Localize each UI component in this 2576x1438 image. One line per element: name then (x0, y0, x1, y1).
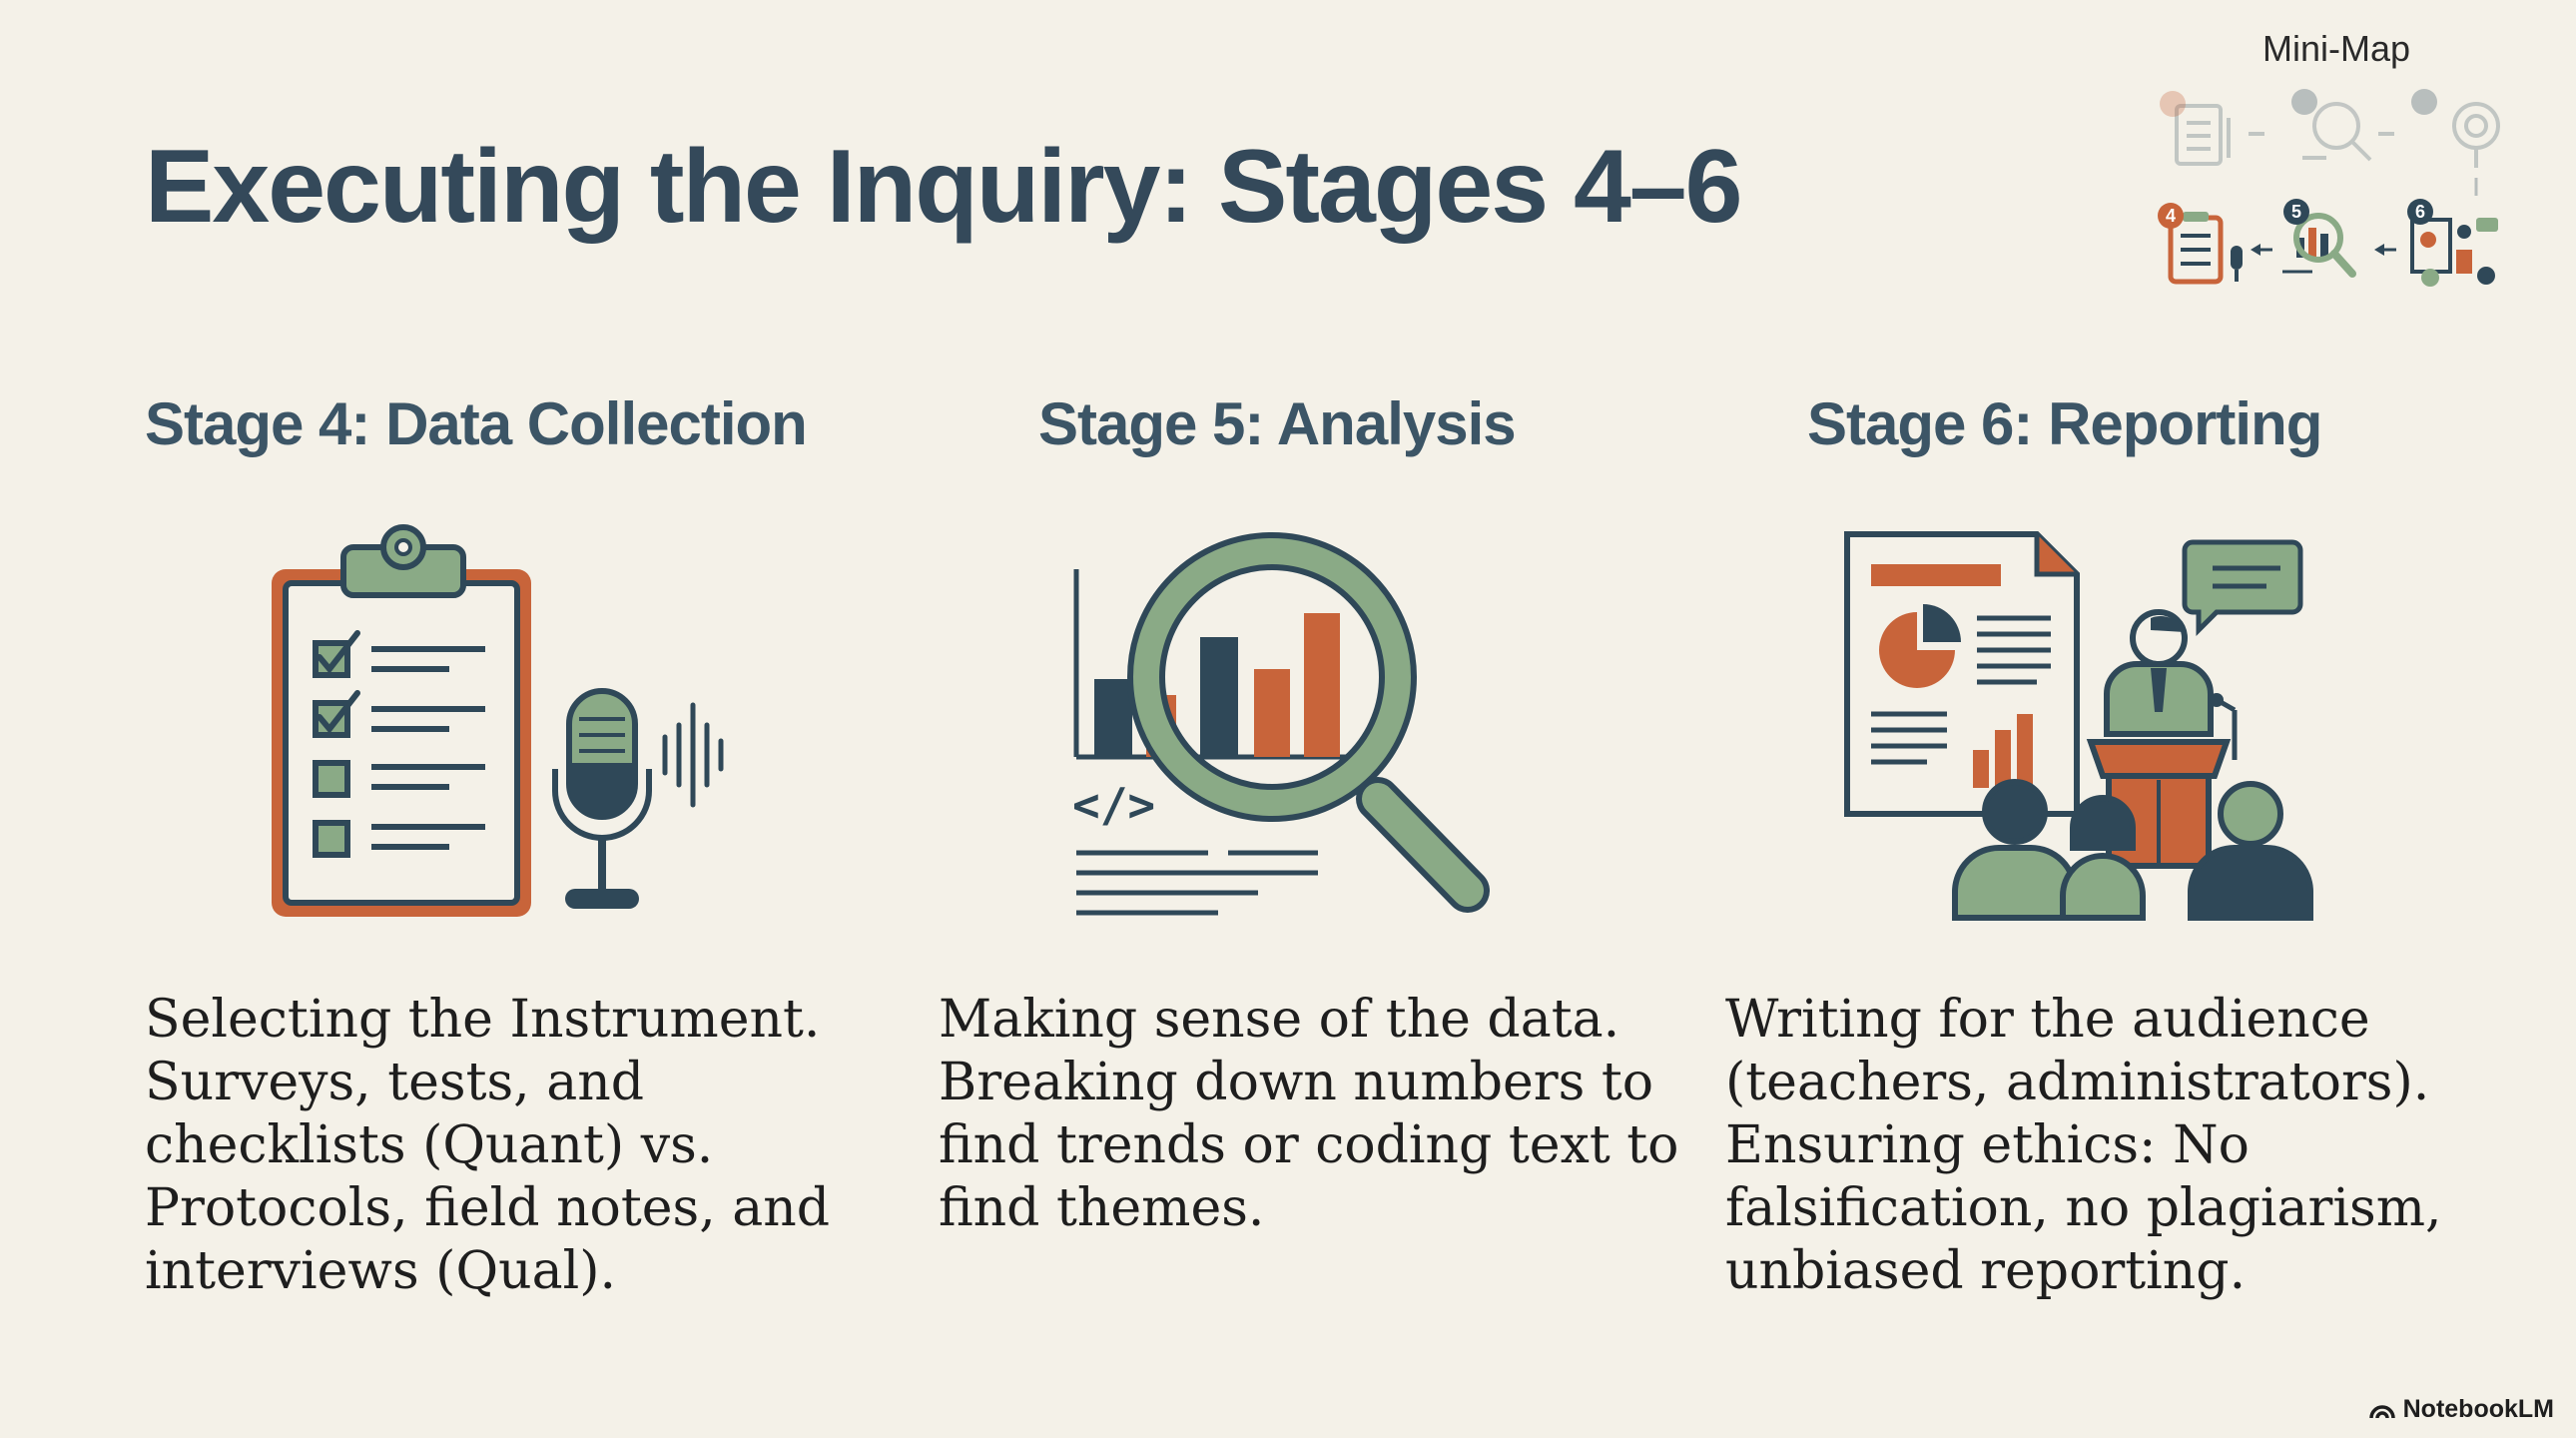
stage-6-line: Writing for the audience (1725, 990, 2370, 1050)
stage-6-line: (teachers, administrators). (1725, 1053, 2430, 1112)
notebooklm-watermark: NotebookLM (2368, 1395, 2554, 1424)
mini-map-stage-4: 4 (2158, 203, 2243, 285)
stage-6-line: unbiased reporting. (1725, 1241, 2247, 1301)
clipboard-microphone-icon (272, 524, 724, 917)
stage-5-line: find trends or coding text to (939, 1115, 1679, 1175)
mini-map-number-6: 6 (2415, 202, 2425, 222)
stage-4-column: Stage 4: Data Collection (145, 389, 944, 458)
stage-4-line: interviews (Qual). (145, 1241, 617, 1301)
mini-map-stages-1-3 (2175, 102, 2500, 168)
stage-5-line: Breaking down numbers to (939, 1053, 1654, 1112)
mini-map-stage-6: 6 (2407, 199, 2498, 287)
stage-5-line: Making sense of the data. (939, 990, 1620, 1050)
stage-6-description: Writing for the audience (teachers, admi… (1725, 989, 2484, 1303)
stage-4-line: Protocols, field notes, and (145, 1178, 831, 1238)
stage-5-heading: Stage 5: Analysis (1038, 390, 1517, 457)
presentation-audience-icon (1844, 531, 2313, 921)
stage-4-line: Selecting the Instrument. (145, 990, 821, 1050)
mini-map-numbers-1-3 (2160, 89, 2437, 117)
stage-5-column: Stage 5: Analysis (1038, 389, 1837, 458)
notebooklm-logo-icon (2368, 1404, 2395, 1418)
stage-4-line: Surveys, tests, and (145, 1053, 645, 1112)
stage-4-description: Selecting the Instrument. Surveys, tests… (145, 989, 904, 1303)
mini-map-stage-5: 5 (2282, 199, 2356, 278)
stage-6-heading: Stage 6: Reporting (1807, 390, 2322, 457)
stage-6-line: falsification, no plagiarism, (1725, 1178, 2442, 1238)
mini-map: Mini-Map 4 (2147, 28, 2526, 298)
stage-6-line: Ensuring ethics: No (1725, 1115, 2250, 1175)
brand-name: NotebookLM (2402, 1395, 2554, 1423)
mini-map-label: Mini-Map (2261, 28, 2411, 69)
mini-map-diagram: 4 5 6 (2158, 89, 2500, 287)
chart-magnifier-icon: </> (1072, 532, 1490, 916)
stage-6-column: Stage 6: Reporting (1807, 389, 2576, 458)
mini-map-number-5: 5 (2291, 202, 2301, 222)
stage-4-heading: Stage 4: Data Collection (145, 390, 808, 457)
stage-5-description: Making sense of the data. Breaking down … (939, 989, 1697, 1240)
code-glyph: </> (1072, 778, 1155, 832)
mini-map-number-4: 4 (2166, 206, 2176, 226)
page-title: Executing the Inquiry: Stages 4–6 (145, 129, 1742, 245)
stage-4-line: checklists (Quant) vs. (145, 1115, 714, 1175)
stage-5-line: find themes. (939, 1178, 1265, 1238)
